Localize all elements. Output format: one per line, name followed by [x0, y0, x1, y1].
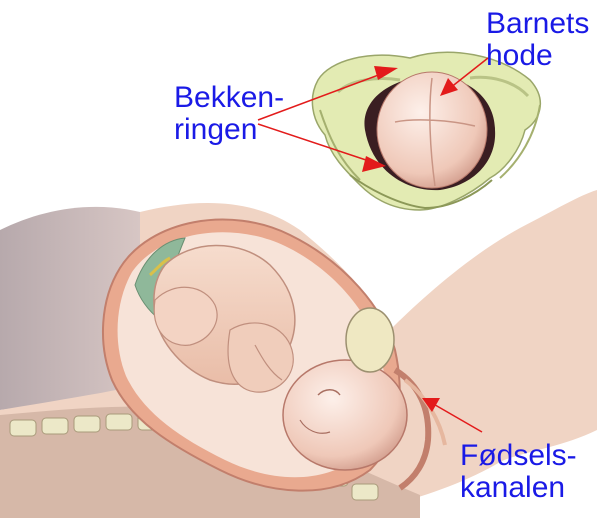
pelvic-ring-label-line2: ringen	[174, 114, 284, 146]
pelvis-illustration	[312, 52, 540, 210]
baby-head-label-line2: hode	[486, 40, 589, 72]
baby-head-top-view	[377, 72, 487, 188]
birth-canal-label: Fødsels- kanalen	[460, 440, 577, 504]
pelvic-ring-label-line1: Bekken-	[174, 82, 284, 114]
baby-head-label-line1: Barnets	[486, 8, 589, 40]
pelvic-ring-label: Bekken- ringen	[174, 82, 284, 146]
baby-head-label: Barnets hode	[486, 8, 589, 72]
baby-head	[283, 360, 407, 470]
birth-canal-label-line2: kanalen	[460, 472, 577, 504]
birth-canal-label-line1: Fødsels-	[460, 440, 577, 472]
